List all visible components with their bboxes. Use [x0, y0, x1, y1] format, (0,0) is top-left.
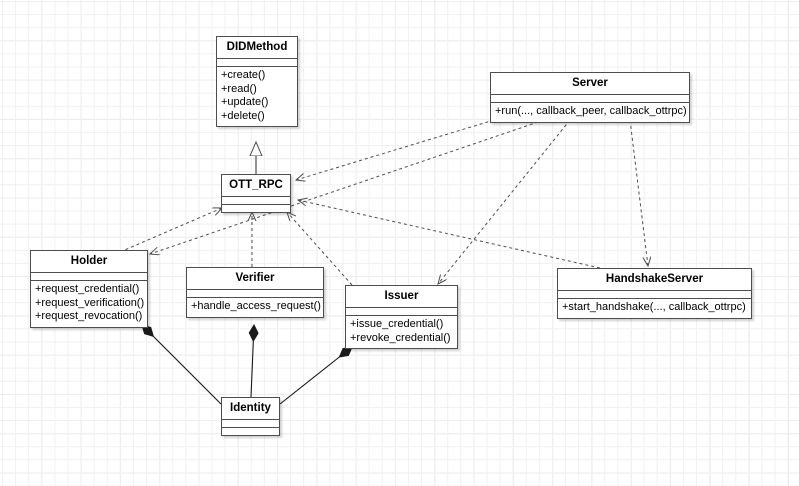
operation: +delete()	[221, 109, 265, 122]
operation: +revoke_credential()	[350, 331, 451, 344]
class-box-ottrpc[interactable]: OTT_RPC	[221, 174, 291, 213]
class-name-didmethod: DIDMethod	[217, 37, 297, 59]
relationship-composition-identity-holder	[142, 325, 222, 405]
class-operations-ottrpc	[222, 205, 290, 212]
class-name-issuer: Issuer	[346, 286, 457, 308]
operation: +start_handshake(..., callback_ottrpc)	[562, 301, 746, 313]
class-attributes-server	[491, 95, 689, 103]
class-operations-didmethod: +create() +read() +update() +delete()	[217, 67, 297, 126]
relationship-dependency-handshakeserver-ottrpc	[298, 200, 601, 269]
operation: +update()	[221, 96, 269, 108]
class-operations-issuer: +issue_credential() +revoke_credential()	[346, 316, 457, 348]
class-attributes-identity	[222, 420, 279, 428]
class-attributes-verifier	[187, 290, 323, 298]
operation: +run(..., callback_peer, callback_ottrpc…	[495, 105, 687, 117]
class-box-didmethod[interactable]: DIDMethod +create() +read() +update() +d…	[216, 36, 298, 127]
relationship-dependency-server-issuer	[438, 119, 571, 284]
relationship-dependency-server-ottrpc	[296, 119, 495, 180]
class-box-handshakeserver[interactable]: HandshakeServer +start_handshake(..., ca…	[557, 268, 752, 319]
class-attributes-holder	[31, 273, 147, 281]
operation: +create()	[221, 69, 266, 81]
class-box-issuer[interactable]: Issuer +issue_credential() +revoke_crede…	[345, 285, 458, 349]
operation: +read()	[221, 82, 257, 95]
operation: +issue_credential()	[350, 318, 444, 330]
class-operations-handshakeserver: +start_handshake(..., callback_ottrpc)	[558, 299, 751, 318]
operation: +handle_access_request()	[191, 300, 321, 312]
operation: +request_credential()	[35, 283, 140, 295]
class-operations-verifier: +handle_access_request()	[187, 298, 323, 317]
class-attributes-handshakeserver	[558, 291, 751, 299]
class-operations-identity	[222, 428, 279, 435]
class-box-verifier[interactable]: Verifier +handle_access_request()	[186, 267, 324, 318]
class-box-identity[interactable]: Identity	[221, 397, 280, 436]
class-attributes-didmethod	[217, 59, 297, 67]
operation: +request_verification()	[35, 296, 145, 309]
class-attributes-ottrpc	[222, 197, 290, 205]
class-name-ottrpc: OTT_RPC	[222, 175, 290, 197]
class-operations-server: +run(..., callback_peer, callback_ottrpc…	[491, 103, 689, 122]
class-name-server: Server	[491, 73, 689, 95]
class-name-holder: Holder	[31, 251, 147, 273]
class-name-identity: Identity	[222, 398, 279, 420]
class-name-handshakeserver: HandshakeServer	[558, 269, 751, 291]
operation: +request_revocation()	[35, 310, 143, 322]
relationship-dependency-holder-ottrpc	[119, 208, 222, 253]
class-name-verifier: Verifier	[187, 268, 323, 290]
class-box-server[interactable]: Server +run(..., callback_peer, callback…	[490, 72, 690, 123]
class-box-holder[interactable]: Holder +request_credential() +request_ve…	[30, 250, 148, 328]
class-attributes-issuer	[346, 308, 457, 316]
relationship-composition-identity-issuer	[279, 347, 352, 405]
relationship-dependency-server-handshakeserver	[629, 119, 648, 266]
relationship-composition-identity-verifier	[251, 325, 254, 398]
class-operations-holder: +request_credential() +request_verificat…	[31, 281, 147, 327]
relationship-dependency-server-holder	[150, 119, 545, 254]
